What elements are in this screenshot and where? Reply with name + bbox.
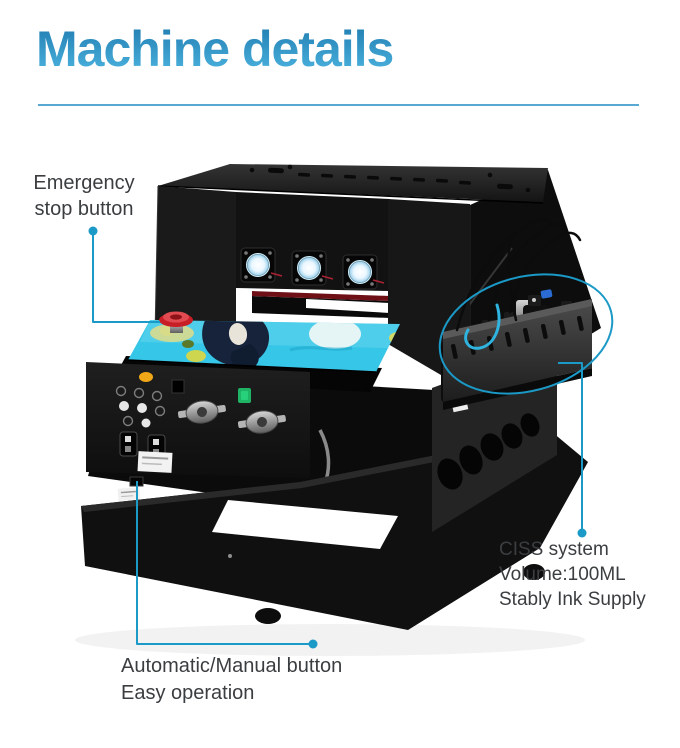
label-line: Automatic/Manual button [121, 655, 343, 677]
vent-holes [437, 413, 540, 490]
ink-tubes [455, 218, 582, 332]
vent-slots [249, 164, 531, 193]
callout-line-automatic [136, 481, 313, 645]
label-line: Volume:100ML [499, 564, 626, 585]
panel-label [137, 451, 173, 473]
bed-clamp-knob-1 [177, 400, 226, 424]
cyan-ink-tube [464, 303, 501, 350]
label-line: Stably Ink Supply [499, 589, 646, 610]
label-line: stop button [34, 198, 134, 220]
yellow-indicator [139, 372, 153, 382]
uv-lamp-strip [252, 291, 390, 301]
callout-dot-automatic [308, 639, 318, 649]
left-pillar [155, 186, 236, 336]
base-cutout [212, 500, 398, 549]
floor-shadow [75, 624, 585, 656]
cooling-fan-3 [342, 254, 385, 290]
print-artwork [140, 320, 400, 371]
callouts [92, 231, 614, 645]
emergency-stop-label: Emergency stop button [18, 170, 150, 222]
control-panel [86, 362, 310, 478]
control-buttons [115, 385, 166, 428]
ciss-system-label: CISS system Volume:100ML Stably Ink Supp… [499, 537, 646, 612]
callout-dots [88, 226, 587, 649]
flatbed [114, 320, 400, 392]
printer-body [81, 164, 601, 630]
top-panel [158, 164, 548, 202]
label-line: CISS system [499, 539, 609, 560]
printer-foot [523, 564, 545, 580]
callout-line-ciss [558, 362, 583, 533]
page-title: Machine details [36, 21, 394, 77]
emergency-stop-button [150, 311, 194, 342]
callout-dot-ciss [577, 528, 587, 538]
cooling-fan-1 [240, 247, 283, 283]
label-line: Easy operation [121, 682, 255, 704]
base-label [117, 487, 141, 501]
cooling-fan-2 [291, 250, 334, 286]
bed-clamp-knob-2 [237, 410, 286, 434]
callout-dot-emergency [88, 226, 98, 236]
label-line: Emergency [33, 172, 135, 194]
ciss-ink-shelf [441, 289, 592, 410]
title-underline [38, 104, 639, 106]
square-button [171, 379, 185, 394]
carriage-gap [306, 299, 390, 313]
printer-foot [255, 608, 281, 624]
automatic-manual-label: Automatic/Manual button Easy operation [121, 653, 342, 707]
ciss-highlight-ellipse [438, 273, 614, 395]
callout-line-emergency [92, 231, 160, 323]
